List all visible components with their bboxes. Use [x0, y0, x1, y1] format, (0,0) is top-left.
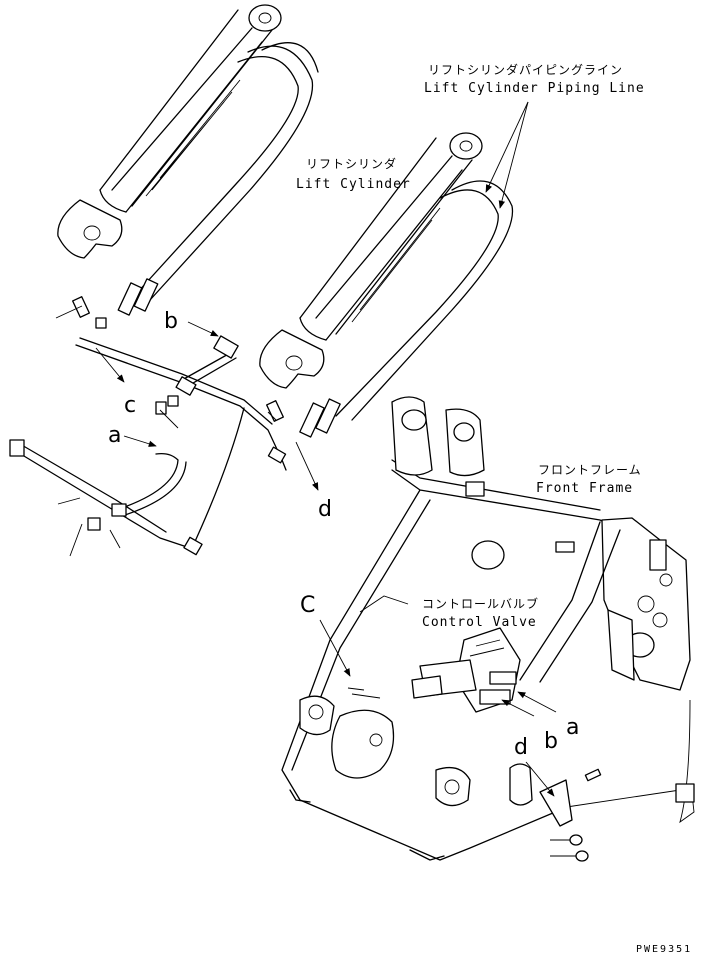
label-lift-cylinder-piping-line-en: Lift Cylinder Piping Line: [424, 81, 645, 96]
control-valve: [347, 627, 521, 713]
arrows: [95, 101, 557, 797]
marker-a-right: a: [566, 715, 579, 740]
marker-a-left: a: [108, 423, 121, 448]
label-control-valve-en: Control Valve: [422, 615, 537, 630]
marker-c-left: c: [124, 393, 136, 418]
label-lift-cylinder-en: Lift Cylinder: [296, 177, 411, 192]
marker-d-left: d: [318, 497, 332, 522]
label-front-frame-jp: フロントフレーム: [538, 463, 642, 477]
label-control-valve-jp: コントロールバルブ: [422, 596, 539, 611]
left-lift-cylinder: [57, 4, 319, 316]
right-lift-cylinder: [259, 132, 514, 438]
front-frame: [281, 396, 695, 862]
label-lift-cylinder-jp: リフトシリンダ: [306, 156, 397, 171]
marker-b-right: b: [544, 729, 558, 754]
marker-c-right: C: [300, 593, 315, 618]
marker-b-left: b: [164, 309, 178, 334]
piping-lines: [9, 296, 287, 557]
label-lift-cylinder-piping-line-jp: リフトシリンダパイピングライン: [428, 62, 623, 77]
marker-d-right: d: [514, 735, 528, 760]
drawing-code: PWE9351: [636, 944, 692, 955]
label-front-frame-en: Front Frame: [536, 481, 633, 496]
